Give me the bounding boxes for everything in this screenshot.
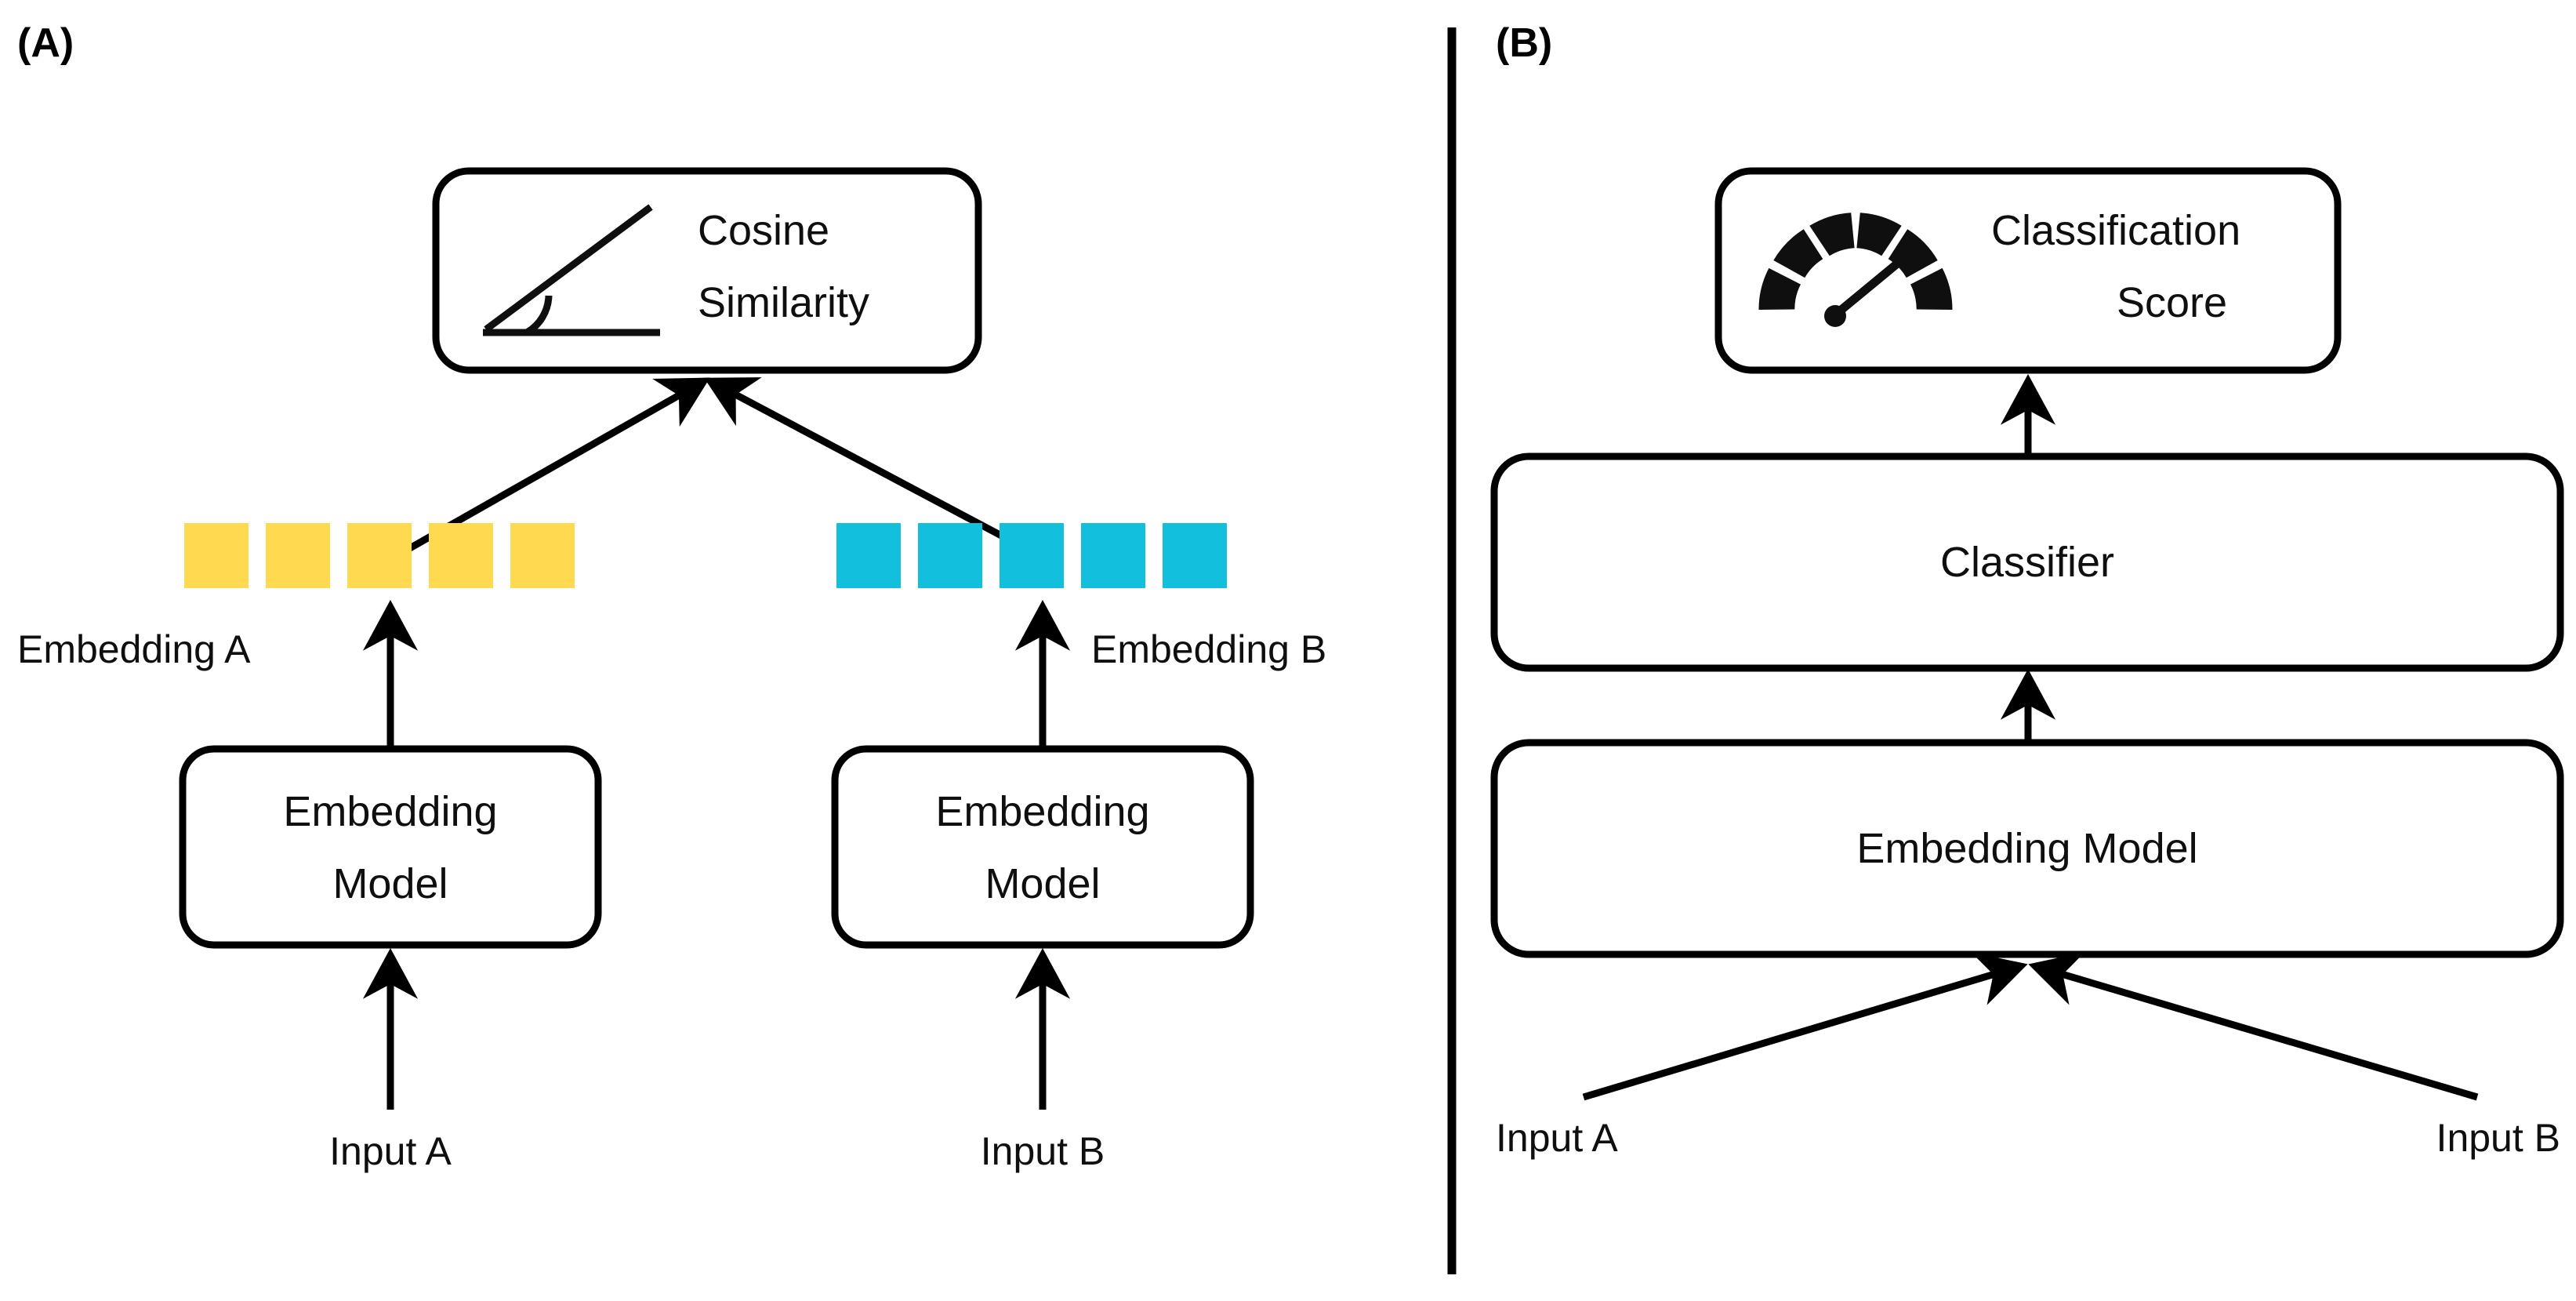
cosine-similarity-label-line1: Cosine bbox=[698, 207, 829, 254]
embedding-model-a-label-line2: Model bbox=[332, 860, 448, 907]
embedding-model-b-label-line1: Embedding bbox=[935, 788, 1149, 835]
classification-score-box[interactable] bbox=[1714, 167, 2342, 374]
input-b-label-panel-a: Input B bbox=[981, 1129, 1105, 1173]
cosine-similarity-node[interactable]: Cosine Similarity bbox=[432, 167, 982, 374]
embedding-b-label: Embedding B bbox=[1091, 627, 1326, 671]
classifier-box[interactable] bbox=[1490, 452, 2564, 672]
embedding-model-a-node[interactable]: Embedding Model bbox=[179, 745, 602, 949]
edge-embedding-b-to-cosine bbox=[704, 377, 1047, 561]
cosine-similarity-label-line2: Similarity bbox=[698, 279, 869, 326]
embedding-b-cell bbox=[1163, 523, 1227, 588]
classifier-node[interactable]: Classifier bbox=[1490, 452, 2564, 672]
classification-score-label-line2: Score bbox=[2117, 279, 2227, 326]
cosine-similarity-box[interactable] bbox=[432, 167, 982, 374]
embedding-model-label-panel-b: Embedding Model bbox=[1856, 825, 2197, 872]
embedding-b-cell bbox=[918, 523, 982, 588]
classifier-label: Classifier bbox=[1940, 539, 2114, 586]
embedding-a-cell bbox=[266, 523, 330, 588]
embedding-model-b-node[interactable]: Embedding Model bbox=[831, 745, 1254, 949]
embedding-a-cell bbox=[347, 523, 412, 588]
embedding-model-a-label-line1: Embedding bbox=[283, 788, 497, 835]
embedding-model-node-panel-b[interactable]: Embedding Model bbox=[1490, 739, 2564, 958]
angle-icon bbox=[483, 204, 660, 336]
embedding-a-label: Embedding A bbox=[17, 627, 251, 671]
edge-input-b-to-embedding-model-panel-b bbox=[2028, 952, 2479, 1101]
embedding-a-cell bbox=[429, 523, 493, 588]
classification-score-label-line1: Classification bbox=[1991, 207, 2240, 254]
input-b-label-panel-b: Input B bbox=[2436, 1116, 2560, 1160]
embedding-b-cell bbox=[1000, 523, 1064, 588]
embedding-a-vector bbox=[184, 523, 575, 588]
embedding-model-a-box[interactable] bbox=[179, 745, 602, 949]
gauge-icon bbox=[1758, 213, 1953, 327]
embedding-b-cell bbox=[1081, 523, 1145, 588]
embedding-a-cell bbox=[184, 523, 249, 588]
embedding-b-cell bbox=[836, 523, 901, 588]
input-a-label-panel-a: Input A bbox=[329, 1129, 452, 1173]
classification-score-node[interactable]: Classification Score bbox=[1714, 167, 2342, 374]
embedding-model-b-box[interactable] bbox=[831, 745, 1254, 949]
edge-input-a-to-embedding-model-panel-b bbox=[1582, 952, 2028, 1101]
panel-b-label: (B) bbox=[1496, 20, 1552, 66]
panel-a-label: (A) bbox=[17, 20, 74, 66]
embedding-a-cell bbox=[510, 523, 575, 588]
embedding-b-vector bbox=[836, 523, 1227, 588]
input-a-label-panel-b: Input A bbox=[1496, 1116, 1618, 1160]
embedding-model-b-label-line2: Model bbox=[985, 860, 1100, 907]
